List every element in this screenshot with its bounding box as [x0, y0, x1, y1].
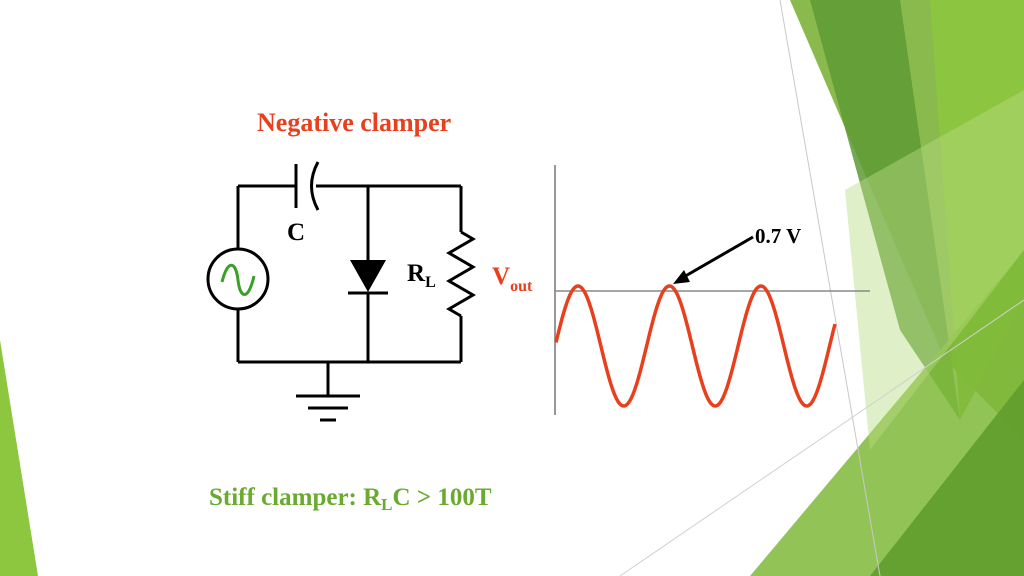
- output-label-sub: out: [510, 278, 533, 295]
- resistor-label-main: R: [407, 260, 426, 287]
- capacitor-icon: [294, 161, 320, 211]
- diode-icon: [348, 260, 388, 295]
- caption-prefix: Stiff clamper: R: [209, 484, 382, 511]
- capacitor-label: C: [287, 219, 305, 246]
- annotation-arrowhead: [673, 270, 690, 284]
- ac-source-icon: [206, 247, 270, 311]
- caption-suffix: C > 100T: [392, 484, 492, 511]
- resistor-label-sub: L: [425, 274, 436, 291]
- clamp-level-annotation: 0.7 V: [755, 224, 801, 248]
- waveform-plot: 0.7 V: [554, 165, 870, 415]
- caption-subscript: L: [381, 495, 393, 514]
- output-label-main: V: [492, 263, 510, 290]
- resistor-label: RL: [407, 260, 436, 291]
- slide-title: Negative clamper: [257, 108, 452, 137]
- output-waveform: [554, 284, 837, 408]
- resistor-icon: [446, 230, 476, 318]
- output-label: Vout: [492, 263, 533, 295]
- circuit-diagram: [236, 184, 463, 396]
- ground-icon: [296, 394, 360, 422]
- annotation-arrow: [681, 235, 754, 280]
- stiff-clamper-caption: Stiff clamper: RLC > 100T: [209, 484, 492, 515]
